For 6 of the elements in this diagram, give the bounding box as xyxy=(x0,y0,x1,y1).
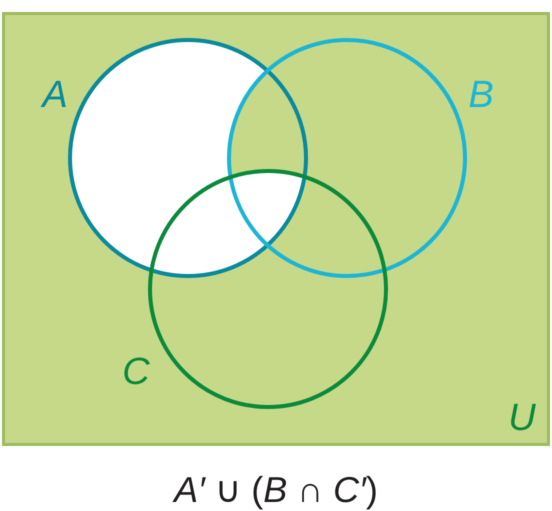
set-name-label: C xyxy=(122,353,150,391)
set-name-label: U xyxy=(508,399,536,437)
universal-set-rectangle xyxy=(2,12,550,446)
caption: A′ ∪ (B ∩ C′) xyxy=(174,470,378,510)
set-name-label: B xyxy=(468,76,494,114)
set-name-label: A xyxy=(42,76,68,114)
